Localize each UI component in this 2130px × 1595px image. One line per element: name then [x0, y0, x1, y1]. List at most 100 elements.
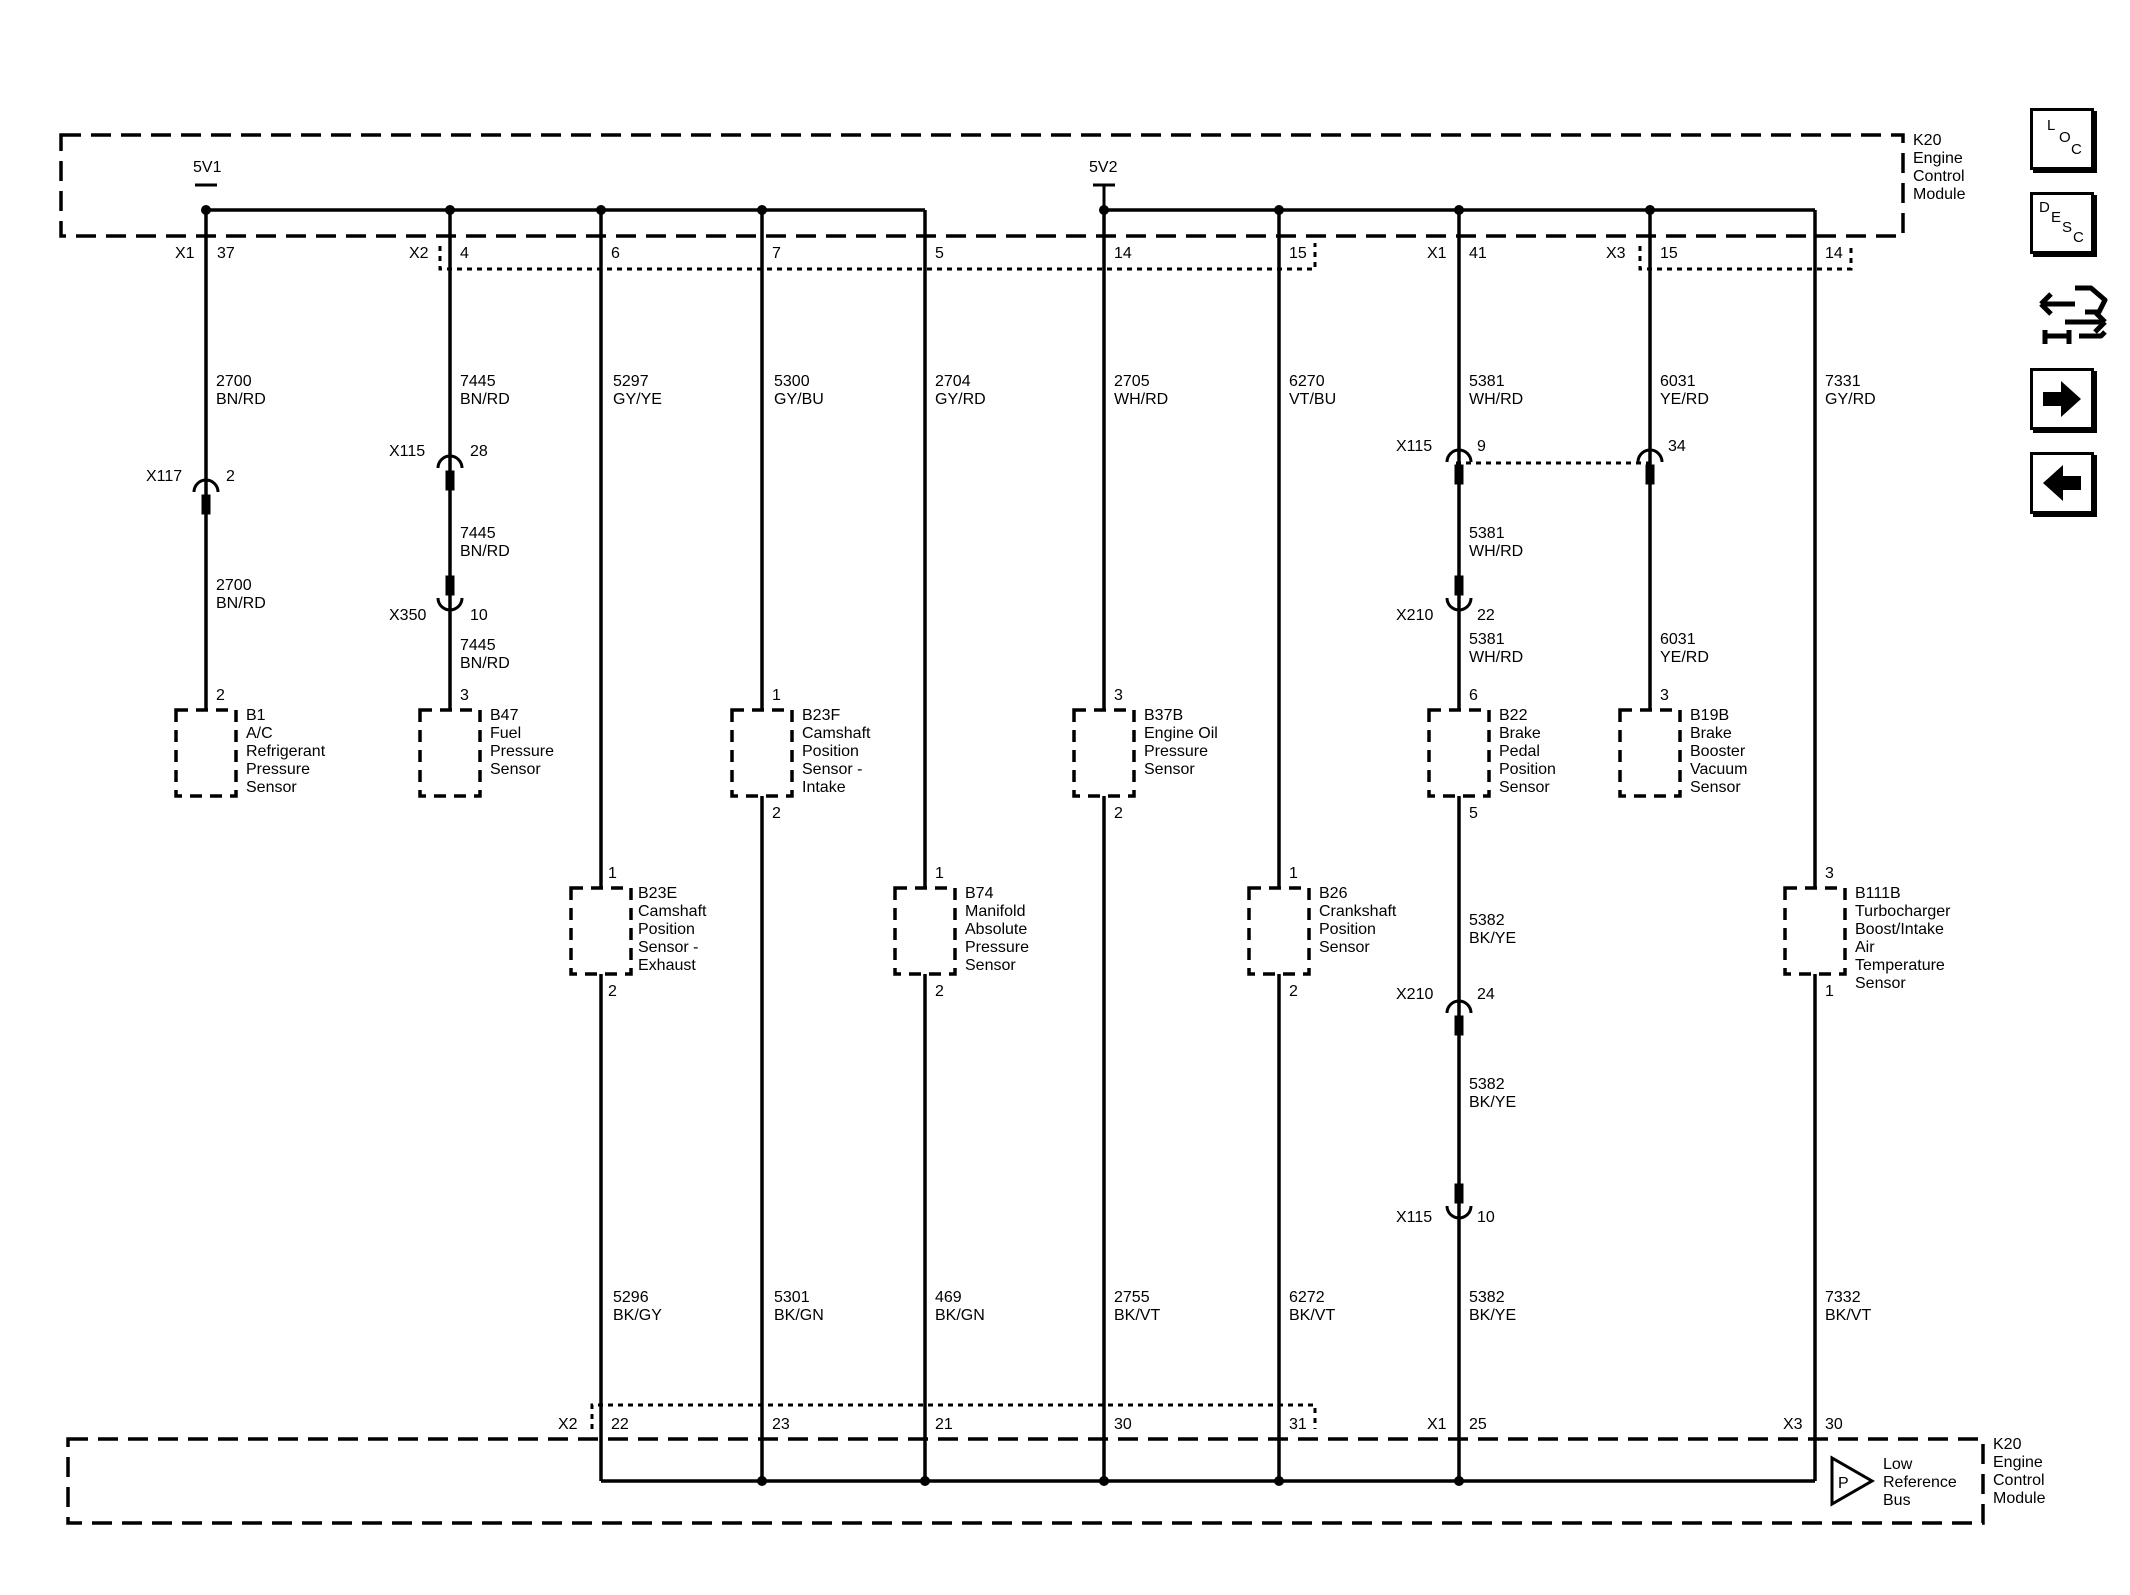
svg-text:Pressure: Pressure: [965, 939, 1029, 956]
svg-text:Position: Position: [1319, 921, 1376, 938]
bottom-pin: 30: [1825, 1416, 1843, 1433]
component-pin-top: 3: [460, 687, 469, 704]
svg-text:Brake: Brake: [1690, 725, 1732, 742]
component-pin-bottom: 2: [608, 983, 617, 1000]
wire-circuit: 2700: [216, 373, 252, 390]
top-pin: 4: [460, 245, 469, 262]
wire-color: BN/RD: [460, 655, 510, 672]
svg-text:Sensor: Sensor: [490, 761, 541, 778]
wire-color: BN/RD: [460, 391, 510, 408]
svg-text:Manifold: Manifold: [965, 903, 1025, 920]
top-pin: 14: [1114, 245, 1132, 262]
loc-letter: C: [2071, 141, 2082, 158]
module-top-box: [59, 133, 1905, 238]
wire-circuit: 6272: [1289, 1289, 1325, 1306]
wire-circuit: 7445: [460, 525, 496, 542]
svg-text:Turbocharger: Turbocharger: [1855, 903, 1951, 920]
top-connector-x1-b: X1: [1427, 245, 1447, 262]
wire-color: WH/RD: [1469, 649, 1523, 666]
inline-connector-pin: 2: [226, 468, 235, 485]
svg-text:Position: Position: [638, 921, 695, 938]
wire-circuit: 5382: [1469, 1076, 1505, 1093]
svg-text:Absolute: Absolute: [965, 921, 1027, 938]
svg-text:Sensor: Sensor: [965, 957, 1016, 974]
desc-letter: S: [2062, 219, 2073, 236]
wire-circuit: 5296: [613, 1289, 649, 1306]
wire-color: WH/RD: [1114, 391, 1168, 408]
svg-text:Sensor: Sensor: [1144, 761, 1195, 778]
component-ref: B111B: [1855, 885, 1901, 902]
svg-text:Refrigerant: Refrigerant: [246, 743, 326, 760]
wire-circuit: 469: [935, 1289, 962, 1306]
wire-circuit: 5297: [613, 373, 649, 390]
component-b26-box: [1247, 886, 1311, 976]
component-b1-box: [174, 708, 238, 798]
svg-text:Pedal: Pedal: [1499, 743, 1540, 760]
inline-connector-ref: X350: [389, 607, 426, 624]
supply-5v2: 5V2: [1089, 159, 1118, 176]
wire-color: BN/RD: [460, 543, 510, 560]
wire-color: BK/VT: [1289, 1307, 1335, 1324]
component-b23f-box: [730, 708, 794, 798]
top-pin: 7: [772, 245, 781, 262]
top-pin: 37: [217, 245, 235, 262]
component-ref: B1: [246, 707, 266, 724]
svg-text:Camshaft: Camshaft: [802, 725, 871, 742]
wire-circuit: 5301: [774, 1289, 810, 1306]
wire-color: BK/YE: [1469, 1094, 1516, 1111]
svg-text:Temperature: Temperature: [1855, 957, 1945, 974]
low-reference-label-1: Low: [1883, 1456, 1913, 1473]
module-bottom-ref: K20: [1993, 1436, 2022, 1453]
wire-circuit: 7331: [1825, 373, 1861, 390]
desc-letter: C: [2073, 229, 2084, 246]
svg-text:Sensor: Sensor: [1319, 939, 1370, 956]
wire-circuit: 7445: [460, 637, 496, 654]
component-ref: B23F: [802, 707, 840, 724]
wire-circuit: 5382: [1469, 912, 1505, 929]
svg-text:Camshaft: Camshaft: [638, 903, 707, 920]
svg-text:Pressure: Pressure: [246, 761, 310, 778]
inline-connector-pin: 28: [470, 443, 488, 460]
location-button[interactable]: L O C: [2030, 108, 2094, 170]
wire-color: WH/RD: [1469, 391, 1523, 408]
bottom-connector-x1: X1: [1427, 1416, 1447, 1433]
inline-connector-pin: 24: [1477, 986, 1495, 1003]
wire-circuit: 2705: [1114, 373, 1150, 390]
inline-connector-pin: 34: [1668, 438, 1686, 455]
wire-circuit: 5300: [774, 373, 810, 390]
arrow-right-icon: [2043, 381, 2081, 417]
wire-color: WH/RD: [1469, 543, 1523, 560]
component-pin-top: 1: [1289, 865, 1298, 882]
previous-page-button[interactable]: [2030, 452, 2094, 514]
component-b111b-box: [1783, 886, 1847, 976]
connector-x2-bottom-outline: [590, 1403, 1317, 1429]
inline-connector-ref: X210: [1396, 607, 1433, 624]
svg-text:Sensor: Sensor: [1690, 779, 1741, 796]
loc-letter: L: [2047, 117, 2056, 134]
wire-color: BK/GY: [613, 1307, 662, 1324]
svg-text:Exhaust: Exhaust: [638, 957, 696, 974]
wire-color: YE/RD: [1660, 391, 1709, 408]
wire-color: BK/GN: [935, 1307, 985, 1324]
bottom-pin: 30: [1114, 1416, 1132, 1433]
description-button[interactable]: D E S C: [2030, 192, 2094, 254]
svg-text:Air: Air: [1855, 939, 1875, 956]
svg-text:Pressure: Pressure: [490, 743, 554, 760]
inline-connector-symbols: [192, 448, 1664, 1220]
connector-tool-icon[interactable]: [2035, 278, 2111, 350]
low-reference-label-2: Reference: [1883, 1474, 1957, 1491]
svg-text:Pressure: Pressure: [1144, 743, 1208, 760]
next-page-button[interactable]: [2030, 368, 2094, 430]
component-b47-box: [418, 708, 482, 798]
svg-text:Brake: Brake: [1499, 725, 1541, 742]
low-reference-label-3: Bus: [1883, 1492, 1911, 1509]
inline-connector-pin: 22: [1477, 607, 1495, 624]
component-pin-bottom: 5: [1469, 805, 1478, 822]
component-pin-bottom: 2: [935, 983, 944, 1000]
wire-circuit: 6031: [1660, 373, 1696, 390]
